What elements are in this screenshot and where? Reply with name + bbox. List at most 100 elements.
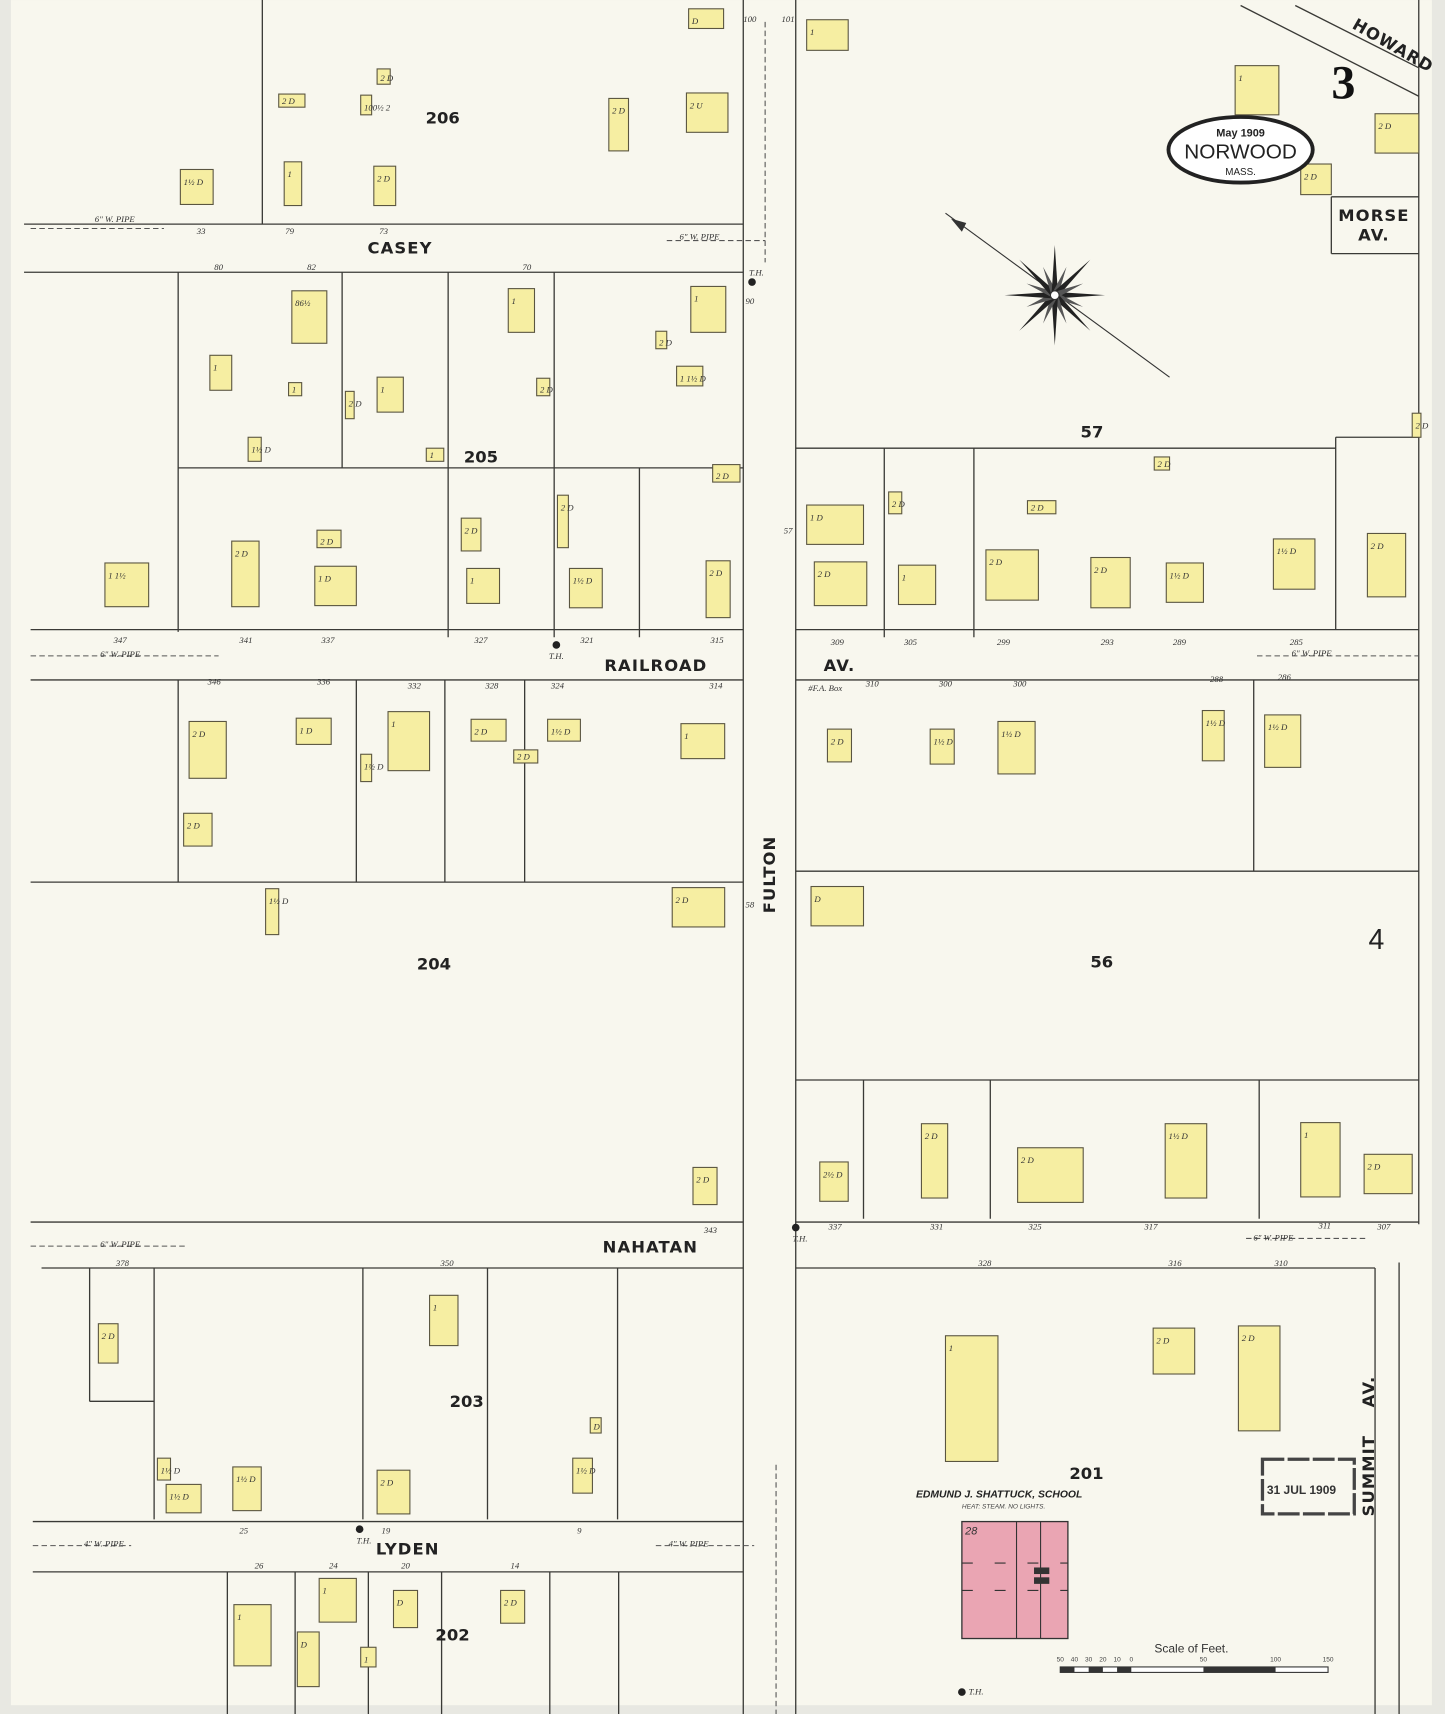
building[interactable]: 2 D: [1374, 113, 1420, 154]
building[interactable]: 1½ D: [997, 720, 1036, 775]
building[interactable]: 1: [360, 1646, 377, 1668]
building[interactable]: 1 D: [295, 717, 332, 745]
adjacent-sheet-number[interactable]: 4: [1368, 924, 1384, 956]
building[interactable]: 2 D: [344, 390, 362, 420]
building[interactable]: 2 D: [500, 1589, 526, 1624]
building[interactable]: 1½ D: [1264, 714, 1302, 768]
building[interactable]: 1 1½: [104, 562, 150, 608]
building[interactable]: 1½ D: [1201, 709, 1226, 762]
building[interactable]: 1 D: [314, 565, 357, 607]
building[interactable]: 2 D: [655, 330, 673, 350]
building[interactable]: 2 D: [1237, 1325, 1281, 1432]
building[interactable]: 1½ D: [265, 888, 289, 936]
building[interactable]: D: [688, 8, 725, 30]
building[interactable]: 2 D: [712, 464, 741, 483]
building[interactable]: 2 D: [231, 540, 260, 608]
building[interactable]: 2 D: [1153, 456, 1171, 471]
building[interactable]: 1: [897, 564, 937, 606]
building[interactable]: 1½ D: [572, 1457, 596, 1494]
building[interactable]: 2 D: [692, 1166, 718, 1206]
building[interactable]: 1½ D: [247, 436, 272, 462]
building[interactable]: 2 D: [556, 494, 574, 549]
building[interactable]: 2 D: [671, 887, 726, 928]
building[interactable]: 1: [288, 382, 303, 397]
building[interactable]: 2 D: [888, 491, 906, 515]
building[interactable]: 2 D: [376, 1469, 411, 1515]
building[interactable]: D: [296, 1631, 320, 1688]
building[interactable]: 2 D: [316, 529, 342, 549]
building[interactable]: 1: [283, 161, 303, 207]
building[interactable]: 1: [1234, 65, 1280, 116]
building[interactable]: 1½ D: [547, 718, 581, 742]
building[interactable]: 1: [376, 376, 404, 413]
building[interactable]: 2 D: [1300, 163, 1332, 196]
building[interactable]: 1: [690, 285, 727, 333]
building[interactable]: 1: [507, 288, 536, 333]
building[interactable]: 2 D: [1363, 1153, 1413, 1195]
building[interactable]: 2 U: [685, 92, 729, 133]
building[interactable]: 1: [680, 723, 726, 760]
building[interactable]: 1: [387, 711, 431, 772]
building[interactable]: 2 D: [536, 377, 554, 397]
building[interactable]: 2 D: [460, 517, 482, 552]
house-number: 82: [307, 262, 316, 272]
building[interactable]: 1½ D: [568, 567, 603, 609]
building[interactable]: 100½ 2: [360, 94, 391, 116]
received-stamp: 31 JUL 1909: [1260, 1457, 1356, 1516]
building[interactable]: 2 D: [1366, 532, 1407, 598]
building[interactable]: 2 D: [373, 165, 397, 207]
building[interactable]: 1½ D: [179, 168, 214, 206]
building[interactable]: 2 D: [920, 1123, 949, 1199]
building[interactable]: 1: [425, 447, 445, 462]
building[interactable]: 2 D: [376, 68, 394, 85]
building[interactable]: 1½ D: [929, 728, 955, 765]
building[interactable]: 2 D: [513, 749, 539, 764]
building[interactable]: 1½ D: [165, 1483, 202, 1514]
building[interactable]: 1: [466, 567, 501, 604]
building[interactable]: 1: [429, 1294, 459, 1347]
compass-point: [1051, 295, 1059, 346]
building[interactable]: 1: [318, 1577, 357, 1623]
house-number: 70: [522, 262, 531, 272]
building[interactable]: 2 D: [608, 97, 630, 152]
building-label: 1½ D: [576, 1465, 596, 1475]
building[interactable]: 1½ D: [232, 1466, 262, 1512]
building[interactable]: D: [392, 1589, 419, 1629]
building[interactable]: 2 D: [1017, 1147, 1084, 1203]
building[interactable]: D: [589, 1417, 602, 1434]
building-label: 1: [1304, 1130, 1308, 1140]
building[interactable]: 2 D: [1026, 500, 1057, 515]
building[interactable]: 2 D: [183, 812, 213, 847]
building[interactable]: 1½ D: [1165, 562, 1204, 603]
building[interactable]: 1½ D: [360, 753, 384, 783]
building[interactable]: 2 D: [470, 718, 507, 742]
building[interactable]: 1 D: [806, 504, 865, 545]
shattuck-school[interactable]: 28: [961, 1520, 1069, 1640]
compass-point: [1052, 259, 1091, 298]
building[interactable]: 2 D: [97, 1323, 119, 1364]
building-label: D: [593, 1422, 601, 1432]
building[interactable]: 2 D: [1152, 1327, 1196, 1375]
building[interactable]: 2 D: [1411, 412, 1429, 438]
building[interactable]: 86½: [291, 290, 328, 344]
building[interactable]: 1: [209, 354, 233, 391]
building[interactable]: D: [810, 885, 865, 927]
building[interactable]: 2 D: [1090, 556, 1131, 609]
building-label: 2 D: [187, 821, 201, 831]
building[interactable]: 1½ D: [156, 1457, 181, 1481]
building[interactable]: 2 D: [813, 561, 868, 607]
building[interactable]: 2½ D: [819, 1161, 849, 1202]
building[interactable]: 1 1½ D: [676, 365, 707, 387]
building[interactable]: 2 D: [705, 560, 731, 619]
building[interactable]: 1½ D: [1164, 1123, 1208, 1199]
building[interactable]: 2 D: [188, 720, 227, 779]
building[interactable]: 1: [233, 1604, 272, 1667]
building[interactable]: 1: [806, 19, 849, 51]
building[interactable]: 1: [1300, 1122, 1341, 1198]
building-label: D: [813, 894, 821, 904]
building[interactable]: 2 D: [985, 549, 1039, 601]
building[interactable]: 2 D: [278, 93, 306, 108]
building[interactable]: 1: [944, 1335, 999, 1462]
building[interactable]: 1½ D: [1272, 538, 1316, 590]
building[interactable]: 2 D: [826, 728, 853, 763]
